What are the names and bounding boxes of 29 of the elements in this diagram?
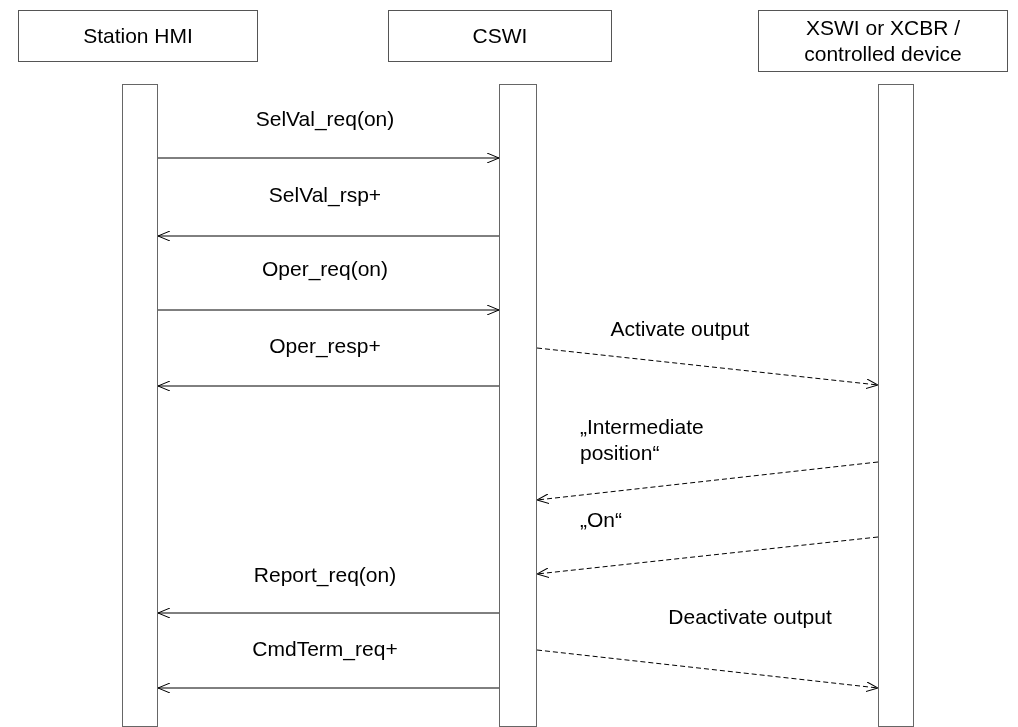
message-arrow — [536, 536, 879, 579]
lifeline-bar — [878, 84, 914, 727]
lifeline-bar — [499, 84, 537, 727]
message-label: Report_req(on) — [252, 562, 398, 589]
participant-name: CSWI — [471, 22, 529, 49]
lifeline-bar — [122, 84, 158, 727]
message-arrow — [536, 649, 879, 693]
message-label: „On“ — [580, 507, 623, 533]
participant-name: XSWI or XCBR / controlled device — [803, 14, 963, 67]
message-label: Oper_resp+ — [268, 333, 382, 360]
message-label: Oper_req(on) — [260, 256, 390, 283]
message-arrow — [157, 304, 500, 316]
message-label: SelVal_req(on) — [254, 106, 396, 133]
message-label: „Intermediate position“ — [580, 414, 705, 467]
message-arrow — [157, 380, 500, 392]
participant-box — [758, 10, 1008, 72]
message-label: Deactivate output — [667, 604, 833, 630]
participant-name: Station HMI — [82, 22, 194, 49]
message-arrow — [536, 347, 879, 390]
message-arrow — [157, 230, 500, 242]
participant-box — [18, 10, 258, 62]
participant-box — [388, 10, 612, 62]
message-arrow — [536, 461, 879, 505]
message-label: SelVal_rsp+ — [267, 182, 383, 209]
message-label: Activate output — [609, 316, 751, 342]
message-arrow — [157, 682, 500, 694]
message-arrow — [157, 152, 500, 164]
message-arrow — [157, 607, 500, 619]
message-label: CmdTerm_req+ — [251, 636, 399, 663]
